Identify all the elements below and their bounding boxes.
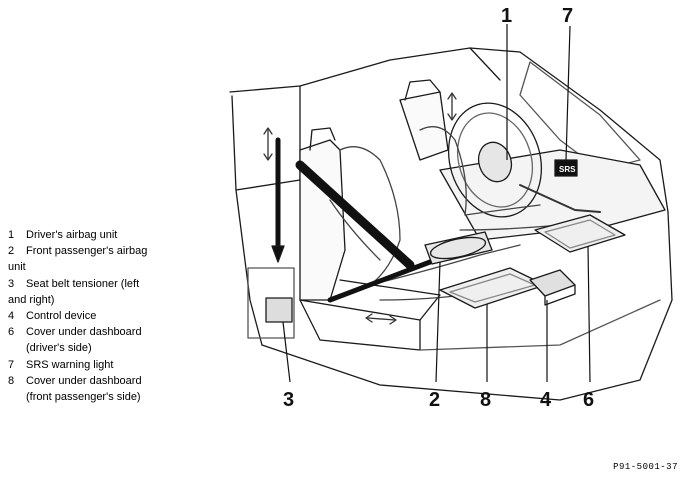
legend-code: 6 (8, 326, 15, 339)
legend-item-1: 1 Driver's airbag unit (8, 227, 168, 243)
legend-item-6: 6 Cover under dashboard (8, 324, 168, 340)
steering-wheel (447, 102, 543, 218)
leader-7 (565, 25, 571, 161)
driver-dash-cover (534, 214, 626, 253)
legend-text-cont: and right) (8, 293, 55, 306)
legend-item-3: 3 Seat belt tensioner (left (8, 276, 168, 292)
callout-8: 8 (480, 389, 491, 411)
legend-code: 4 (8, 310, 15, 323)
legend-code: 3 (8, 277, 15, 290)
legend-code: 2 (8, 245, 15, 258)
legend-code: 8 (8, 374, 15, 387)
legend-text: Cover under dashboard (26, 326, 142, 339)
legend-code: 1 (8, 229, 15, 241)
legend-item-2-cont: unit (8, 259, 168, 275)
figure-reference: P91-5001-37 (613, 462, 678, 472)
legend-text: SRS warning light (26, 358, 114, 371)
floor (419, 299, 661, 351)
control-device (529, 269, 576, 306)
callout-7: 7 (562, 5, 573, 27)
seat-belt-tensioner (247, 137, 295, 339)
srs-warning-light: SRS (554, 159, 578, 177)
leader-3 (282, 321, 291, 383)
legend-item-4: 4 Control device (8, 308, 168, 324)
leader-6 (587, 245, 591, 383)
legend-text: Cover under dashboard (26, 374, 142, 387)
legend-text: Control device (26, 310, 97, 323)
legend-item-7: 7 SRS warning light (8, 357, 168, 373)
legend-text-sub: (driver's side) (26, 342, 92, 355)
legend-text: Driver's airbag unit (26, 229, 118, 241)
callout-3: 3 (283, 389, 294, 411)
legend-item-8: 8 Cover under dashboard (8, 373, 168, 389)
passenger-seat (299, 127, 441, 351)
callout-leaders (282, 24, 591, 383)
adjust-arrow-icon (263, 92, 457, 325)
passenger-airbag-unit (424, 231, 493, 265)
passenger-dash-cover (439, 267, 546, 309)
car-body-outline (229, 47, 673, 401)
legend-item-8-sub: (front passenger's side) (8, 389, 168, 405)
legend-text-sub: (front passenger's side) (26, 391, 141, 404)
driver-seat (399, 79, 449, 161)
callout-1: 1 (501, 5, 512, 27)
legend-item-3-cont: and right) (8, 292, 168, 308)
callout-2: 2 (429, 389, 440, 411)
leader-2 (435, 261, 441, 383)
steering-column (519, 184, 601, 213)
svg-text:SRS: SRS (559, 165, 576, 174)
legend-text: Front passenger's airbag (26, 245, 148, 258)
callout-4: 4 (540, 389, 552, 411)
seat-belt (295, 160, 433, 303)
legend-item-6-sub: (driver's side) (8, 340, 168, 356)
legend-text: Seat belt tensioner (left (26, 277, 140, 290)
legend-text-cont: unit (8, 261, 26, 274)
legend-code: 7 (8, 358, 15, 371)
legend: 1 Driver's airbag unit 2 Front passenger's… (8, 227, 168, 405)
callout-6: 6 (583, 389, 594, 411)
legend-item-2: 2 Front passenger's airbag (8, 243, 168, 259)
